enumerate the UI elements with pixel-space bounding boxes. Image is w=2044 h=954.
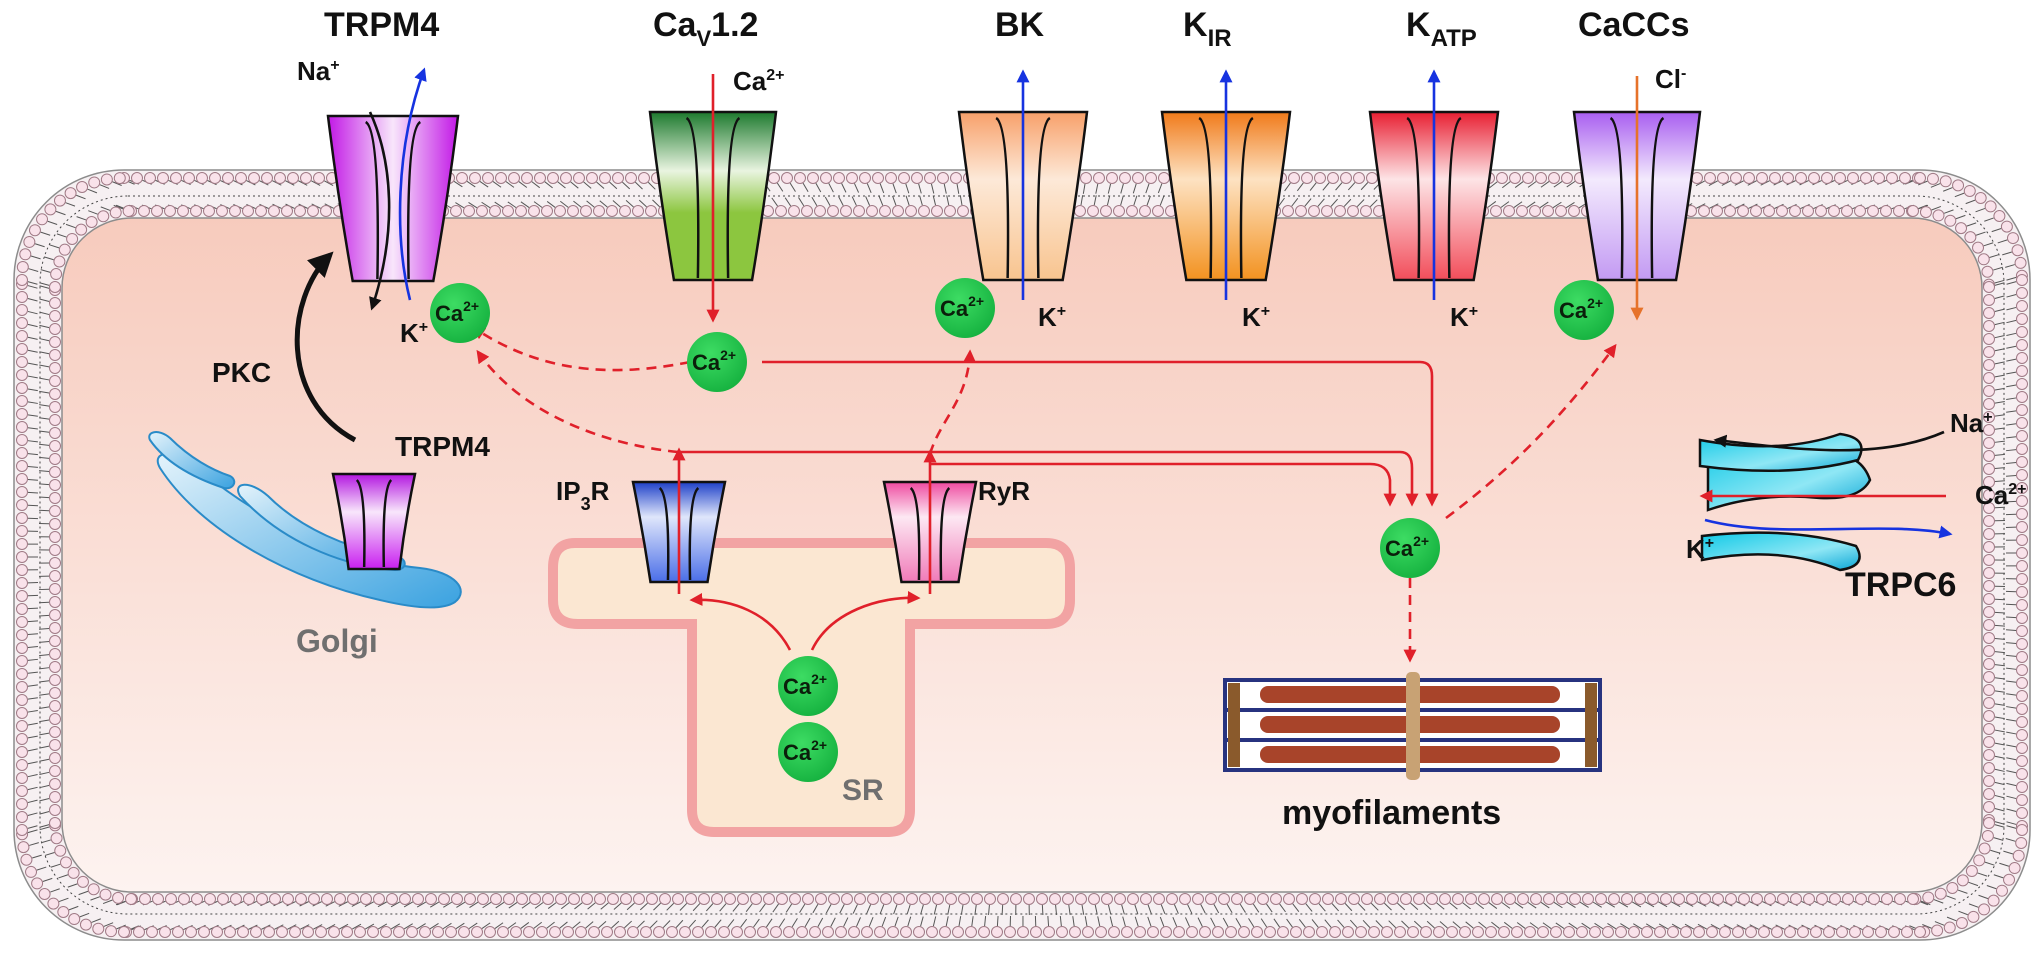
- sr-to-ryr-arrow: [810, 590, 921, 651]
- myofilaments-bundle: [1223, 672, 1602, 780]
- ip3r-label: IP3R: [556, 476, 610, 514]
- ca-charge: 2+: [811, 671, 827, 687]
- trpc6-channel: [1698, 432, 1872, 572]
- ryr-to-bk-dashed-arrow: [928, 349, 977, 455]
- ca-ion-sr-1: Ca2+: [778, 656, 838, 716]
- pkc-label: PKC: [212, 357, 271, 388]
- ca-ion-sr-2: Ca2+: [778, 722, 838, 782]
- ca-charge: 2+: [463, 298, 479, 314]
- ca-charge: 2+: [1587, 295, 1603, 311]
- ca-charge: 2+: [811, 737, 827, 753]
- golgi-trpm4-channel: [331, 472, 417, 571]
- bk-k-label: K+: [1038, 302, 1066, 332]
- trpm4-title: TRPM4: [324, 6, 439, 44]
- ca-ion-trpm4: Ca2+: [430, 283, 490, 343]
- myofilaments-label: myofilaments: [1282, 794, 1501, 832]
- trpm4-na-label: Na+: [297, 56, 340, 86]
- ca-charge: 2+: [968, 293, 984, 309]
- trpc6-k-arrow: [1704, 518, 1953, 539]
- trpm4-k-label: K+: [400, 318, 428, 348]
- cacc-cl-label: Cl-: [1655, 64, 1686, 94]
- sr-to-ip3r-arrow: [689, 592, 792, 651]
- sr-label: SR: [842, 774, 884, 807]
- ca-ion-center: Ca2+: [1380, 518, 1440, 578]
- ca-to-cacc-dashed-arrow: [1445, 343, 1617, 520]
- kir-title: KIR: [1183, 6, 1232, 52]
- ca-charge: 2+: [720, 347, 736, 363]
- ryr-to-center-arrow: [930, 462, 1397, 507]
- cav-ca-to-center-arrow: [762, 360, 1439, 507]
- trpc6-k-label: K+: [1686, 534, 1714, 564]
- golgi-label: Golgi: [296, 623, 378, 659]
- caccs-title: CaCCs: [1578, 6, 1689, 44]
- trpc6-title: TRPC6: [1845, 566, 1956, 604]
- kir-k-label: K+: [1242, 302, 1270, 332]
- golgi-trpm4-label: TRPM4: [395, 431, 490, 462]
- trpm4-k-efflux-arrow: [398, 67, 427, 301]
- trpm4-na-influx-arrow: [368, 111, 391, 311]
- ca-ion-cytosol: Ca2+: [687, 332, 747, 392]
- ca-label: Ca2+: [940, 293, 984, 321]
- katp-title: KATP: [1406, 6, 1477, 52]
- katp-k-label: K+: [1450, 302, 1478, 332]
- ca-ion-cacc: Ca2+: [1554, 280, 1614, 340]
- ip3r-to-center-arrow: [679, 450, 1419, 507]
- cav12-title: CaV1.2: [653, 6, 758, 51]
- ca-ion-bk: Ca2+: [935, 278, 995, 338]
- trpc6-na-label: Na+: [1950, 408, 1993, 438]
- trpc6-ca-label: Ca2+: [1975, 480, 2027, 510]
- ca-to-trpm4-dashed-arrow: [471, 326, 691, 372]
- trpc6-na-arrow: [1713, 430, 1945, 452]
- cav-ca-label: Ca2+: [733, 66, 785, 96]
- trpm4-channel: [326, 114, 460, 283]
- ca-charge: 2+: [1413, 533, 1429, 549]
- bk-title: BK: [995, 6, 1045, 44]
- ryr-label: RyR: [978, 476, 1030, 506]
- pkc-arrow: [294, 251, 357, 443]
